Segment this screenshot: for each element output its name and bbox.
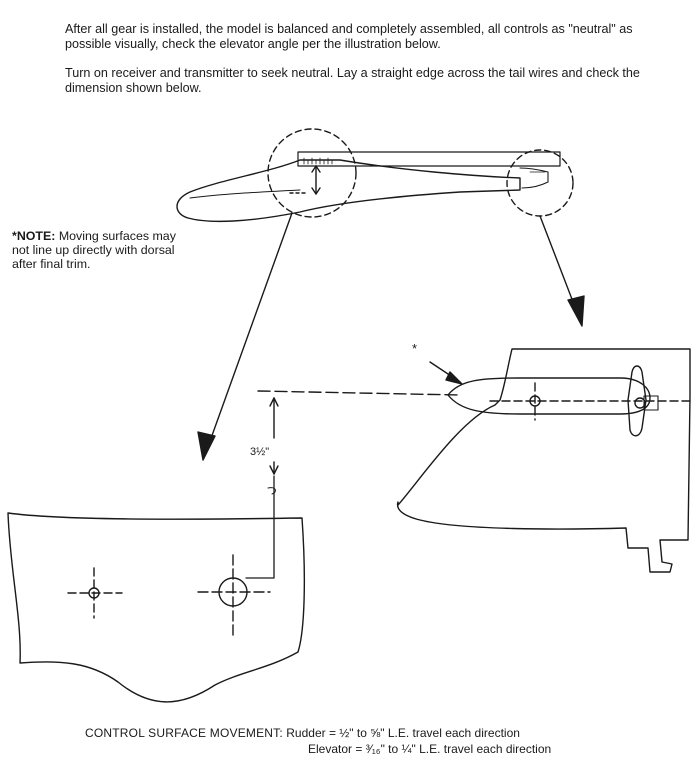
asterisk-marker: * <box>412 341 418 356</box>
right-detail-view <box>396 348 691 573</box>
left-detail-view <box>7 475 306 703</box>
note-label: *NOTE: <box>12 229 56 243</box>
instruction-paragraph-1: After all gear is installed, the model i… <box>65 22 633 51</box>
rudder-travel: Rudder = ½" to ⅝" L.E. travel each direc… <box>286 726 520 740</box>
note-text: Moving surfaces may not line up directly… <box>12 229 176 271</box>
fuselage-side-view <box>176 128 574 223</box>
control-surface-movement: CONTROL SURFACE MOVEMENT: Rudder = ½" to… <box>85 725 645 757</box>
dimension-label: 3½" <box>250 446 270 458</box>
detail-arrows <box>197 212 585 461</box>
instruction-paragraph-2: Turn on receiver and transmitter to seek… <box>65 66 640 95</box>
control-surface-movement-label: CONTROL SURFACE MOVEMENT: <box>85 726 283 740</box>
note-block: *NOTE: Moving surfaces may not line up d… <box>12 229 177 271</box>
dimension-line <box>257 390 461 475</box>
elevator-travel: Elevator = ³⁄₁₆" to ¼" L.E. travel each … <box>308 742 552 756</box>
